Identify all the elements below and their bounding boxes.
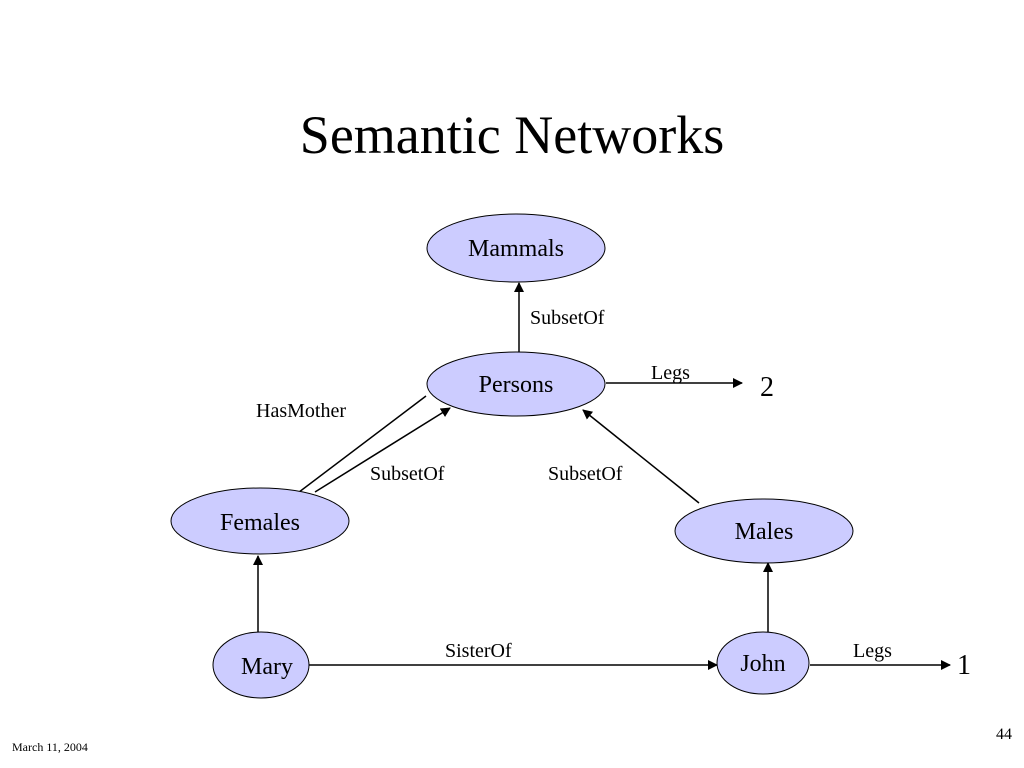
node-persons-label: Persons bbox=[479, 372, 554, 398]
node-john-label: John bbox=[740, 651, 785, 677]
edge-label-john-legs: Legs bbox=[853, 640, 892, 662]
node-females: Females bbox=[170, 487, 350, 555]
node-john: John bbox=[716, 631, 810, 695]
edge-label-males-persons: SubsetOf bbox=[548, 463, 623, 485]
node-females-label: Females bbox=[220, 510, 300, 536]
slide-title: Semantic Networks bbox=[299, 105, 725, 165]
page-number: 44 bbox=[996, 726, 1012, 743]
node-mary-label: Mary bbox=[241, 654, 293, 680]
node-mammals-label: Mammals bbox=[468, 236, 564, 262]
node-mammals: Mammals bbox=[426, 213, 606, 283]
value-john-legs: 1 bbox=[957, 650, 971, 681]
value-persons-legs: 2 bbox=[760, 372, 774, 403]
edge-label-persons-mammals: SubsetOf bbox=[530, 307, 605, 329]
edge-label-hasmother: HasMother bbox=[256, 400, 346, 422]
node-males: Males bbox=[674, 498, 854, 564]
edge-label-sisterof: SisterOf bbox=[445, 640, 512, 662]
edge-females-persons bbox=[314, 407, 451, 493]
node-males-label: Males bbox=[735, 519, 794, 545]
node-persons: Persons bbox=[426, 351, 606, 417]
edge-males-persons bbox=[582, 409, 700, 504]
edge-label-persons-legs: Legs bbox=[651, 362, 690, 384]
edge-label-females-persons: SubsetOf bbox=[370, 463, 445, 485]
footer-date: March 11, 2004 bbox=[12, 740, 88, 754]
node-mary: Mary bbox=[212, 631, 310, 699]
